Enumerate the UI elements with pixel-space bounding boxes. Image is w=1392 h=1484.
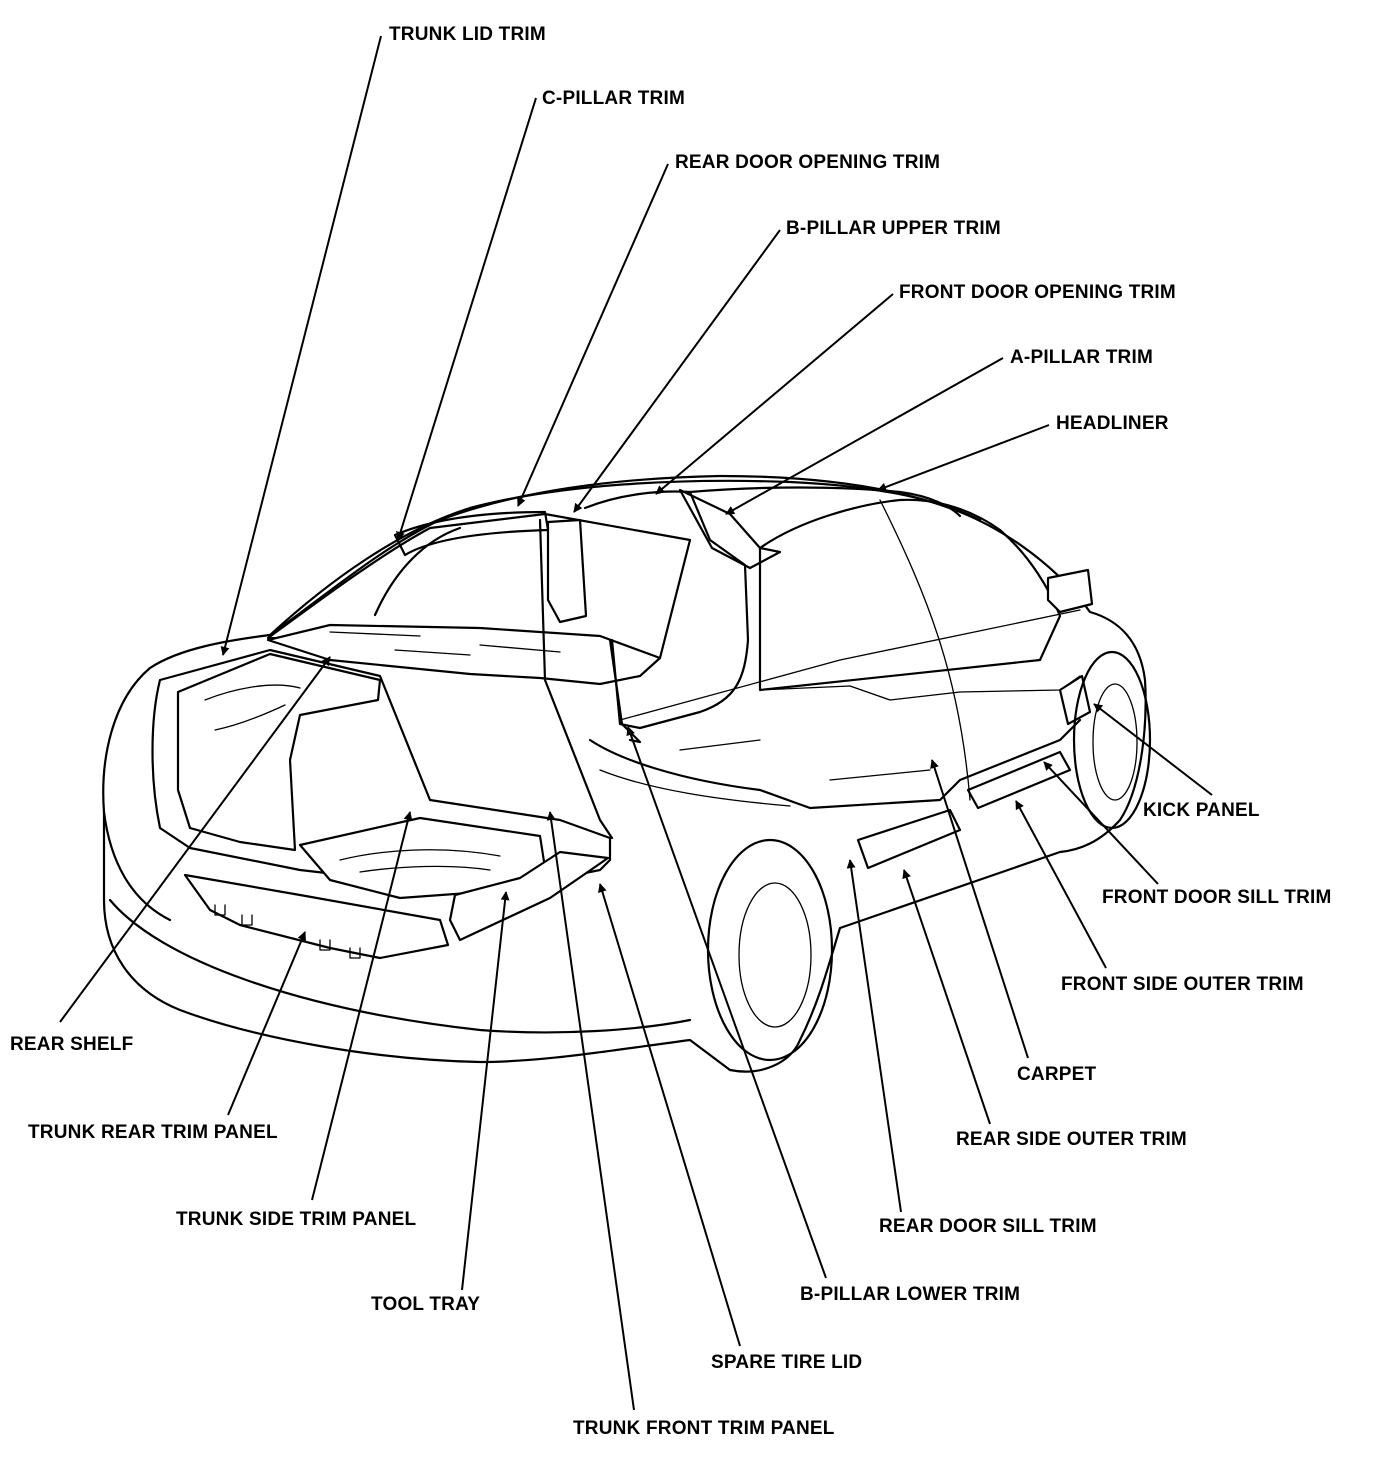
leader-a-pillar-trim: [725, 357, 1004, 515]
label-b-pillar-lower-trim: B-PILLAR LOWER TRIM: [800, 1284, 1020, 1305]
leader-rear-door-sill-trim: [846, 859, 902, 1213]
carpet-detail: [599, 739, 931, 807]
front-wheel: [1072, 650, 1152, 830]
trunk-side-trim-detail: [204, 684, 301, 731]
leader-b-pillar-upper-trim: [573, 229, 781, 513]
leader-b-pillar-lower-trim: [626, 726, 827, 1279]
label-carpet: CARPET: [1017, 1064, 1097, 1085]
leader-trunk-lid-trim: [220, 35, 382, 656]
callout-labels: TRUNK LID TRIM C-PILLAR TRIM REAR DOOR O…: [10, 24, 1332, 1439]
leader-tool-tray: [461, 891, 510, 1291]
leader-spare-tire-lid: [598, 883, 741, 1347]
label-trunk-side-trim-panel: TRUNK SIDE TRIM PANEL: [176, 1209, 416, 1230]
rear-door-sill-trim-panel: [856, 808, 962, 870]
trunk-front-trim-panel: [448, 850, 610, 942]
b-pillar-outline: [546, 518, 588, 624]
leader-front-side-outer-trim: [1015, 800, 1107, 969]
label-tool-tray: TOOL TRAY: [371, 1294, 480, 1315]
rear-window: [266, 512, 692, 660]
front-wheel-hub: [1092, 683, 1138, 801]
carpet-outline: [588, 718, 1082, 810]
leader-headliner: [877, 424, 1050, 492]
car-illustration: [102, 474, 1152, 1073]
leader-rear-side-outer-trim: [902, 869, 991, 1125]
car-body-outline: [102, 474, 1147, 1073]
leader-front-door-opening-trim: [655, 293, 894, 495]
spare-tire-lid-detail: [339, 849, 501, 873]
label-rear-door-opening-trim: REAR DOOR OPENING TRIM: [675, 152, 940, 173]
label-kick-panel: KICK PANEL: [1143, 800, 1260, 821]
label-rear-side-outer-trim: REAR SIDE OUTER TRIM: [956, 1129, 1187, 1150]
trunk-rear-clips: [214, 904, 361, 959]
roof-outline: [268, 479, 982, 637]
leader-rear-door-opening-trim: [517, 163, 669, 507]
label-front-side-outer-trim: FRONT SIDE OUTER TRIM: [1061, 974, 1304, 995]
trunk-opening: [151, 648, 612, 888]
label-trunk-lid-trim: TRUNK LID TRIM: [389, 24, 546, 45]
label-b-pillar-upper-trim: B-PILLAR UPPER TRIM: [786, 218, 1001, 239]
leader-front-door-sill-trim: [1043, 761, 1159, 885]
dashboard-line: [759, 675, 1081, 701]
label-rear-door-sill-trim: REAR DOOR SILL TRIM: [879, 1216, 1097, 1237]
rear-shelf-detail: [329, 631, 561, 656]
leader-lines: [59, 35, 1213, 1411]
leader-kick-panel: [1093, 703, 1213, 796]
label-a-pillar-trim: A-PILLAR TRIM: [1010, 347, 1153, 368]
rear-bumper: [102, 810, 692, 1034]
label-trunk-front-trim-panel: TRUNK FRONT TRIM PANEL: [573, 1418, 835, 1439]
label-spare-tire-lid: SPARE TIRE LID: [711, 1352, 862, 1373]
leader-trunk-rear-trim-panel: [227, 931, 307, 1116]
label-rear-shelf: REAR SHELF: [10, 1034, 133, 1055]
kick-panel-outline: [1058, 674, 1092, 726]
label-headliner: HEADLINER: [1056, 413, 1169, 434]
front-door-opening-outline: [583, 490, 750, 730]
side-mirror: [1046, 568, 1094, 614]
headliner-outline: [688, 486, 962, 518]
front-door-sill-trim-panel: [966, 750, 1072, 810]
rear-wheel-hub: [738, 882, 812, 1028]
side-body-line: [619, 499, 1081, 929]
label-trunk-rear-trim-panel: TRUNK REAR TRIM PANEL: [28, 1122, 278, 1143]
leader-rear-shelf: [59, 656, 331, 1023]
label-c-pillar-trim: C-PILLAR TRIM: [542, 88, 685, 109]
leader-trunk-side-trim-panel: [311, 811, 413, 1201]
windshield: [758, 498, 1062, 692]
rear-door-opening-trim-outline: [373, 518, 614, 840]
leader-trunk-front-trim-panel: [546, 811, 635, 1411]
label-front-door-sill-trim: FRONT DOOR SILL TRIM: [1102, 887, 1332, 908]
trunk-side-trim: [176, 652, 382, 852]
label-front-door-opening-trim: FRONT DOOR OPENING TRIM: [899, 282, 1176, 303]
leader-c-pillar-trim: [396, 97, 537, 541]
leader-carpet: [930, 759, 1029, 1059]
